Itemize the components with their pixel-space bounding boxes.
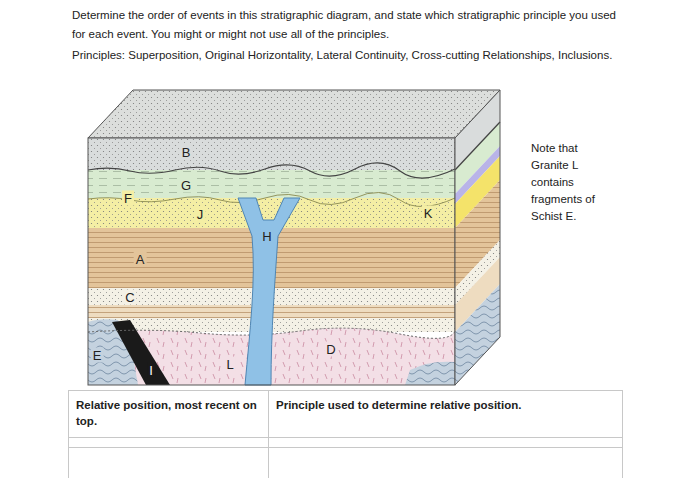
- dike-letter: H: [260, 229, 273, 244]
- layer-letter: F: [122, 191, 134, 206]
- note-text: Note that Granite L contains fragments o…: [531, 140, 615, 225]
- layer-letter: G: [179, 178, 193, 193]
- layer-letter: J: [195, 207, 206, 222]
- principles-text: Principles: Superposition, Original Hori…: [72, 46, 682, 65]
- layer-letter: B: [180, 145, 193, 160]
- layer-letter: E: [91, 348, 104, 363]
- side-face: [455, 90, 500, 385]
- dike-letter: I: [147, 363, 155, 378]
- layer-letter: K: [422, 206, 435, 221]
- table-header: Principle used to determine relative pos…: [276, 397, 616, 413]
- front-face: [88, 138, 455, 385]
- layer-letter: A: [134, 252, 147, 267]
- layer-letter: L: [224, 357, 235, 372]
- answer-table: [68, 390, 623, 478]
- layer-letter: D: [324, 342, 337, 357]
- top-face: [88, 90, 500, 138]
- layer-letter: C: [123, 290, 136, 305]
- table-header: Relative position, most recent on top.: [76, 397, 262, 429]
- instruction-text: Determine the order of events in this st…: [72, 6, 632, 44]
